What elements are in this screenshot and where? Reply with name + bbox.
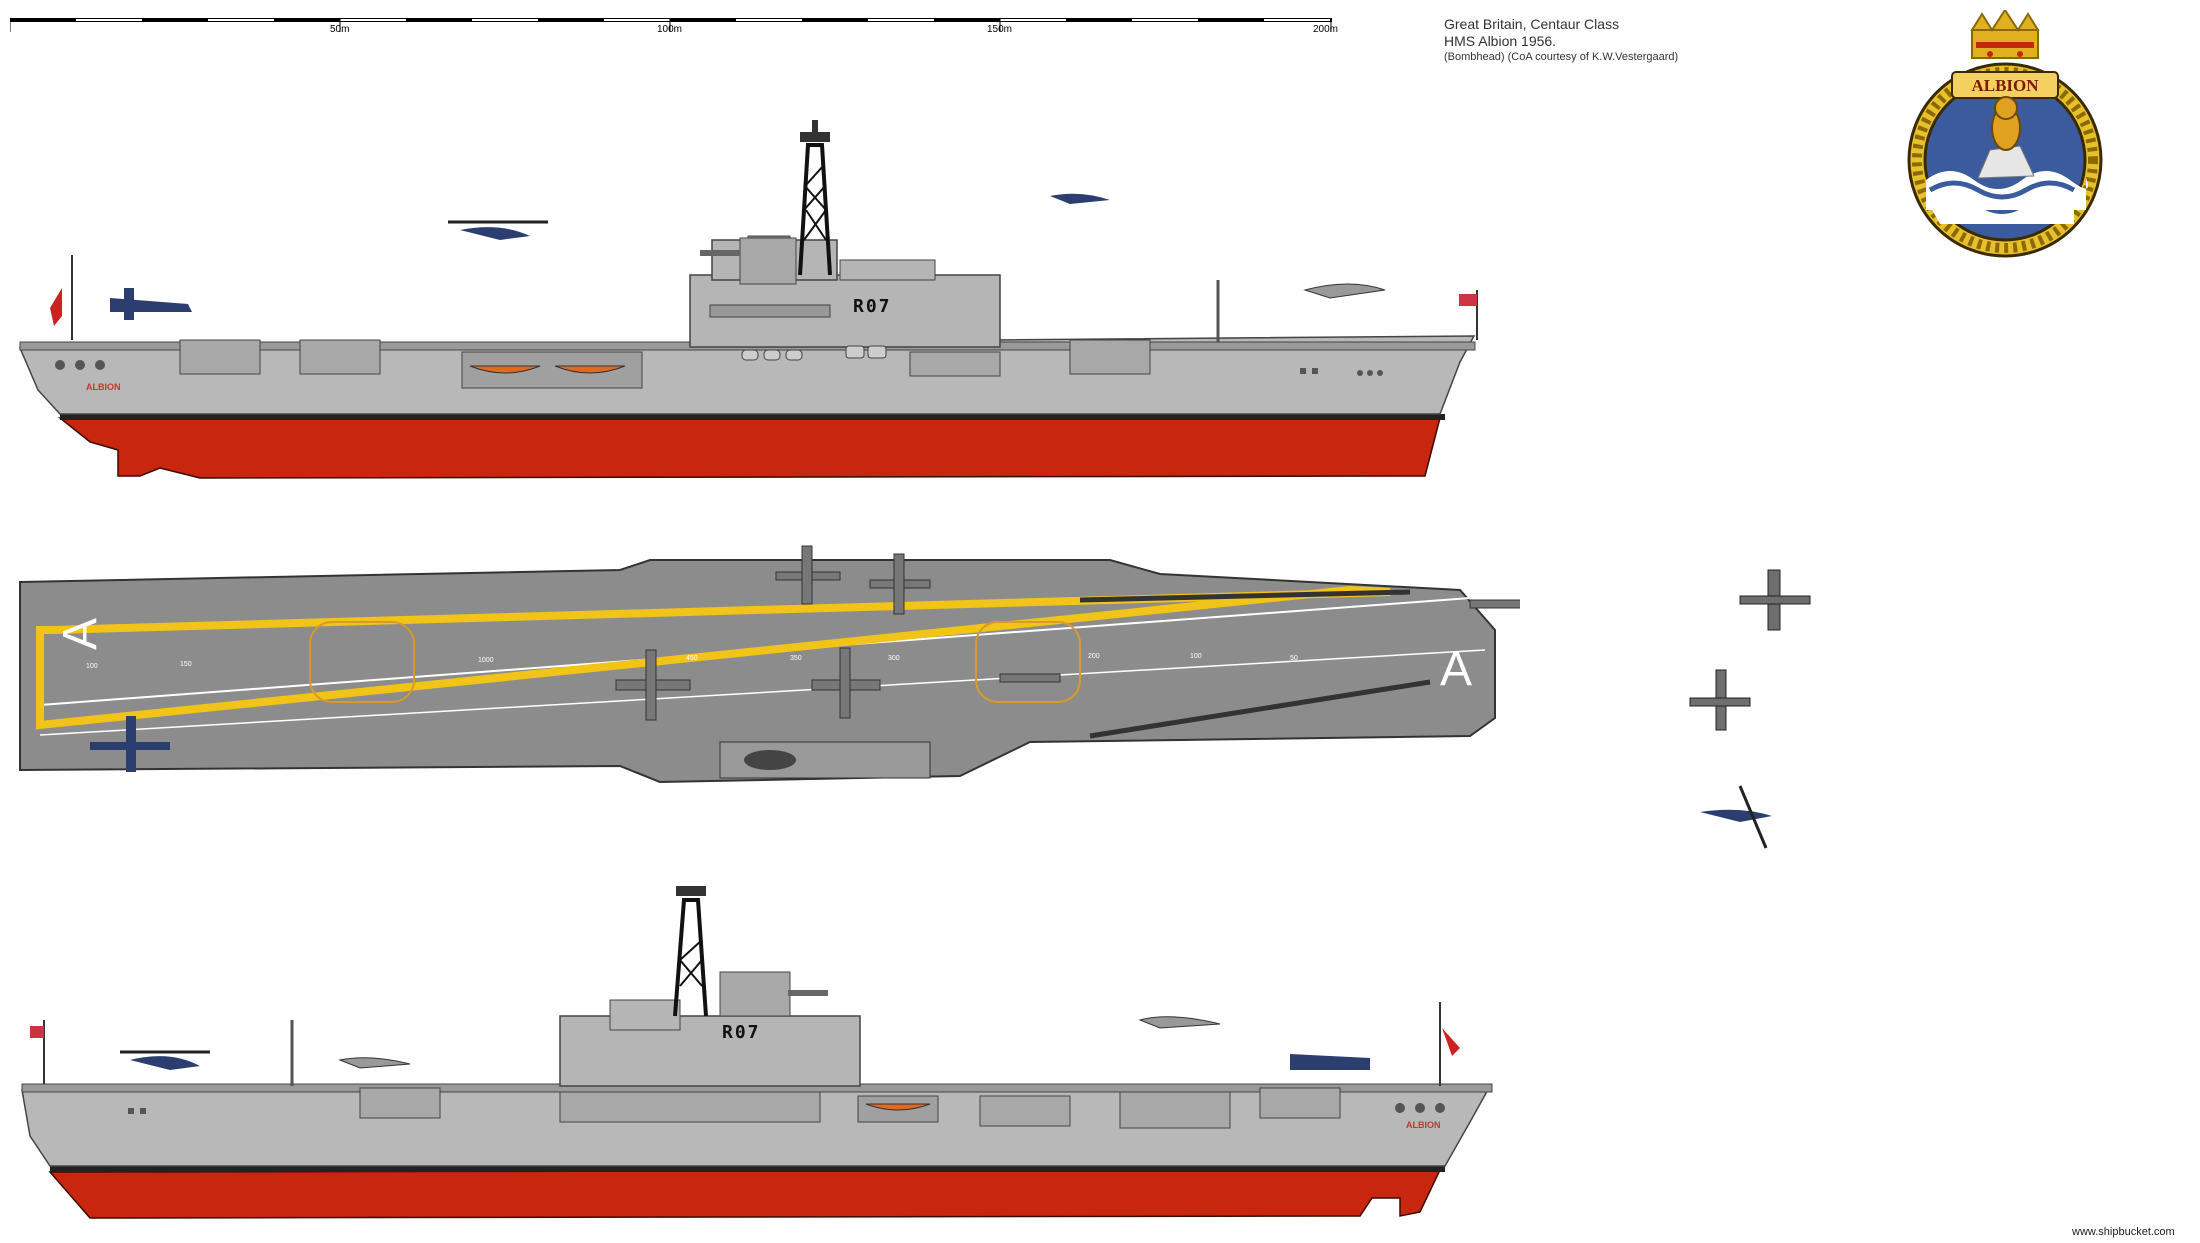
deck-mark-7: 100 xyxy=(1190,653,1202,660)
aircraft-port-deck-icon xyxy=(338,1057,411,1069)
flight-deck-plan: A A 100 150 1000 450 350 300 200 100 50 xyxy=(0,530,1551,810)
deck-mark-2: 1000 xyxy=(478,657,494,664)
title-credit: (Bombhead) (CoA courtesy of K.W.Vesterga… xyxy=(1444,51,1679,63)
deck-mark-3: 450 xyxy=(686,655,698,662)
aircraft-sky-1-icon xyxy=(1469,599,1551,609)
aircraft-sky-venom-icon xyxy=(1739,569,1811,631)
flight-deck-drawing: A A 100 150 1000 450 350 300 200 100 50 xyxy=(19,545,1551,784)
parked-aircraft-icon xyxy=(90,716,170,772)
lion-icon xyxy=(1991,96,2021,151)
aircraft-sky-seahawk-icon xyxy=(1689,669,1751,731)
scale-label-50m: 50m xyxy=(330,24,350,35)
ship-crest: ALBION xyxy=(1890,8,2120,270)
scale-bar-graphic xyxy=(9,18,1332,32)
aircraft-venom-icon xyxy=(1050,193,1110,204)
deck-mark-1: 150 xyxy=(180,661,192,668)
pennant-number-top: R07 xyxy=(853,296,892,317)
deck-letter-fwd: A xyxy=(1440,643,1472,696)
island-superstructure-port: R07 xyxy=(559,886,861,1087)
aircraft-seahawk-icon xyxy=(1303,283,1386,299)
scale-bar: 50m 100m 150m 200m xyxy=(9,18,1338,48)
pennant-number-bottom: R07 xyxy=(722,1022,761,1043)
sky-aircraft-drawing xyxy=(1689,569,1811,849)
starboard-profile-drawing: R07 ALBION xyxy=(18,120,1478,479)
helicopter-icon xyxy=(448,220,548,240)
crest-icon: ALBION xyxy=(1907,8,2103,258)
deck-mark-0: 100 xyxy=(86,663,98,670)
aircraft-gannet-port-icon xyxy=(1290,1054,1370,1070)
title-block: Great Britain, Centaur Class HMS Albion … xyxy=(1444,16,1784,64)
scale-label-100m: 100m xyxy=(657,24,683,35)
helicopter-port-icon xyxy=(120,1050,210,1070)
deck-mark-5: 300 xyxy=(888,655,900,662)
aircraft-port-sky-icon xyxy=(1138,1016,1221,1029)
helicopter-sky-icon xyxy=(1700,785,1772,849)
port-profile-drawing: R07 ALBION xyxy=(21,886,1493,1219)
title-ship: HMS Albion 1956. xyxy=(1444,33,1557,49)
scale-label-200m: 200m xyxy=(1313,24,1339,35)
port-profile: R07 ALBION xyxy=(0,860,1520,1230)
hull-name-top: ALBION xyxy=(86,382,121,392)
island-superstructure: R07 xyxy=(689,120,1001,361)
title-class: Great Britain, Centaur Class xyxy=(1444,16,1620,32)
naval-crown-icon xyxy=(1970,8,2040,59)
watermark: www.shipbucket.com xyxy=(2072,1226,2175,1238)
deck-mark-4: 350 xyxy=(790,655,802,662)
sky-aircraft-group xyxy=(1680,550,1880,860)
hull-name-bottom: ALBION xyxy=(1406,1120,1441,1130)
aircraft-gannet-icon xyxy=(110,288,192,320)
deck-mark-6: 200 xyxy=(1088,653,1100,660)
starboard-profile: R07 ALBION xyxy=(0,90,1520,490)
crest-name: ALBION xyxy=(1971,76,2039,95)
deck-letter-aft: A xyxy=(54,618,107,650)
deck-mark-8: 50 xyxy=(1290,655,1298,662)
scale-label-150m: 150m xyxy=(987,24,1013,35)
